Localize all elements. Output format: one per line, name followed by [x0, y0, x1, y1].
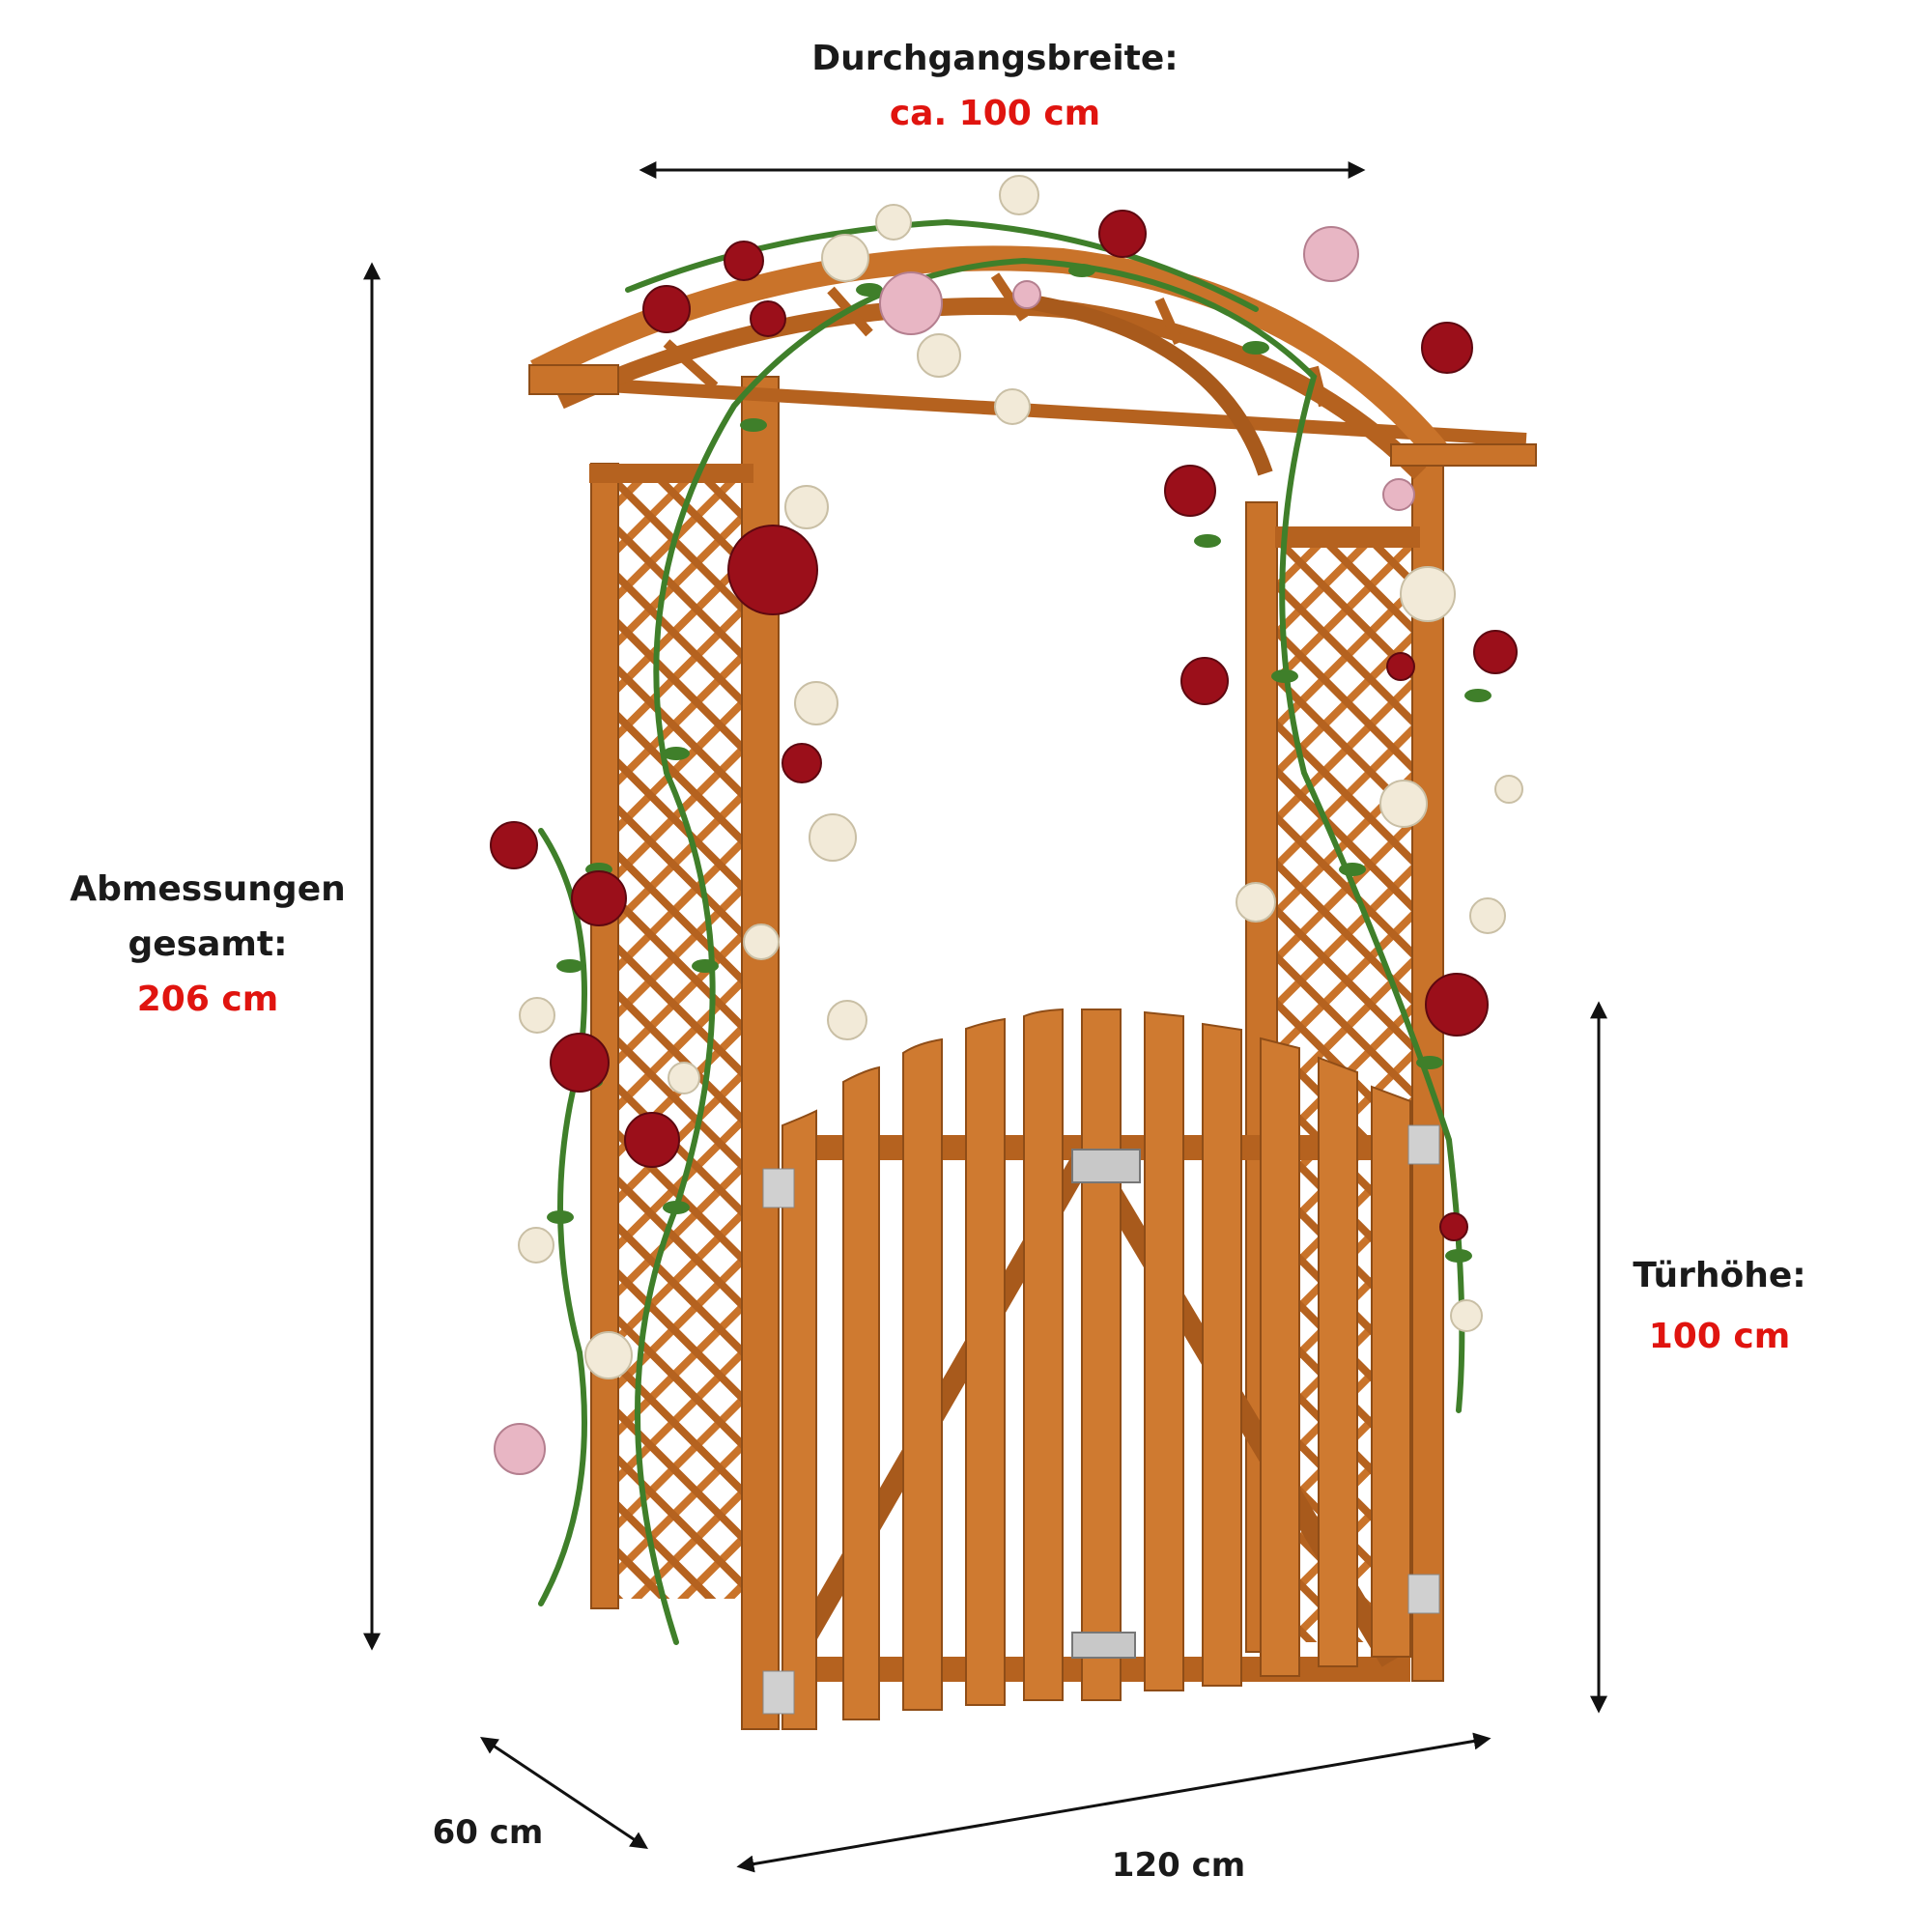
- door-height-label: Türhöhe: 100 cm: [1594, 1254, 1845, 1358]
- overall-dimensions-title-line2: gesamt:: [128, 924, 288, 964]
- door-height-value: 100 cm: [1648, 1317, 1791, 1356]
- door-height-title: Türhöhe:: [1633, 1256, 1806, 1295]
- width-arrow: [736, 1732, 1492, 1873]
- passage-width-label: Durchgangsbreite: ca. 100 cm: [753, 37, 1236, 135]
- depth-label: 60 cm: [432, 1813, 544, 1852]
- red-roses: [490, 210, 1518, 1241]
- hinge-bottom-right: [1407, 1574, 1440, 1614]
- dimension-arrows: [363, 161, 1607, 1873]
- width-label: 120 cm: [1111, 1846, 1246, 1885]
- overall-dimensions-title-line1: Abmessungen: [70, 869, 346, 909]
- arch-roof: [528, 245, 1537, 480]
- hinge-bottom-left: [762, 1670, 795, 1715]
- overall-dimensions-label: Abmessungen gesamt: 206 cm: [48, 867, 367, 1021]
- depth-arrow: [480, 1737, 648, 1849]
- latch: [1071, 1149, 1141, 1183]
- passage-width-title: Durchgangsbreite:: [811, 39, 1179, 78]
- overall-dimensions-value: 206 cm: [136, 980, 279, 1019]
- passage-width-value: ca. 100 cm: [889, 94, 1101, 133]
- pink-roses: [494, 226, 1415, 1475]
- hinge-top-left: [762, 1168, 795, 1208]
- garden-gate: [762, 1008, 1440, 1730]
- white-roses: [518, 175, 1523, 1379]
- hinge-top-right: [1407, 1124, 1440, 1165]
- bolt: [1071, 1632, 1136, 1659]
